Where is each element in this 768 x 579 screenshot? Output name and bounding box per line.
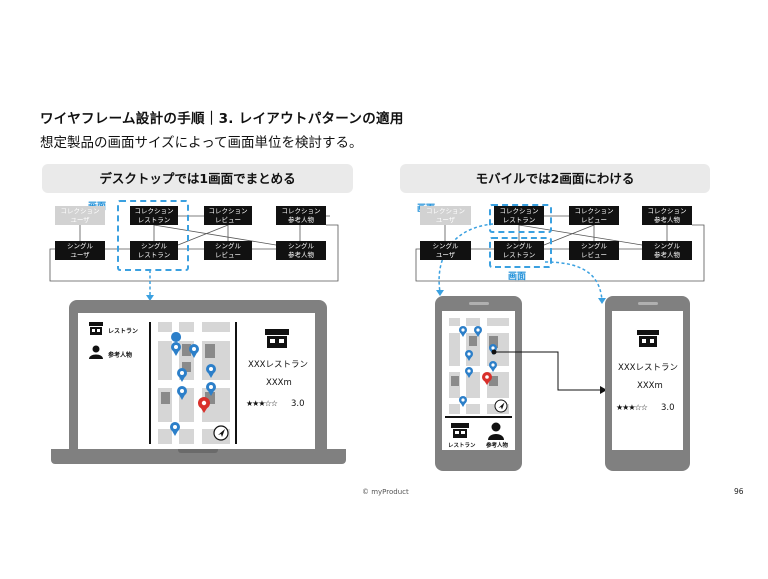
left-box-collection-ref: コレクション参考人物 [276,206,326,225]
laptop-nav-restaurant[interactable]: レストラン [108,328,139,335]
laptop-rest-name: XXXレストラン [248,360,308,370]
box-line: コレクション [574,206,614,215]
left-box-single-restaurant: シングルレストラン [130,241,178,260]
box-line: コレクション [499,206,539,215]
box-line: ユーザ [435,250,456,259]
tab-restaurant-icon [451,423,469,438]
phone-2-rating: 3.0 [661,403,675,413]
right-box-collection-user: コレクションユーザ [420,206,471,225]
laptop-divider-2 [235,322,237,444]
phone-2-restaurant-icon [637,330,659,347]
phone-2-speaker [638,302,658,305]
left-box-single-review: シングルレビュー [204,241,252,260]
laptop-rating: 3.0 [291,399,305,409]
person-icon [89,345,103,359]
laptop-stars: ★★★☆☆ [246,399,278,408]
laptop-divider-1 [149,322,151,444]
box-line: コレクション [60,206,100,215]
right-box-single-restaurant: シングルレストラン [494,241,544,260]
right-box-collection-restaurant: コレクションレストラン [494,206,544,225]
right-banner: モバイルでは2画面にわける [400,164,710,193]
laptop-base [51,449,346,464]
laptop-hinge [178,449,218,453]
left-box-collection-restaurant: コレクションレストラン [130,206,178,225]
box-line: シングル [67,241,93,250]
box-line: コレクション [134,206,174,215]
box-line: シングル [506,241,532,250]
box-line: シングル [215,241,241,250]
box-line: レストラン [502,250,536,259]
box-line: ユーザ [70,250,90,259]
right-screen-group-1 [489,204,552,233]
right-screen-label-2: 画面 [508,272,527,282]
right-box-single-review: シングルレビュー [569,241,619,260]
phone-1-tab-people[interactable]: 参考人物 [486,443,509,449]
right-box-collection-review: コレクションレビュー [569,206,619,225]
footer-copyright: © myProduct [362,488,409,496]
restaurant-icon [89,322,103,335]
left-banner: デスクトップでは1画面でまとめる [42,164,353,193]
box-line: 参考人物 [288,250,314,259]
left-box-single-ref: シングル参考人物 [276,241,326,260]
box-line: ユーザ [70,215,90,224]
box-line: 参考人物 [288,215,314,224]
phone-1-tabbar-divider [445,416,512,418]
left-box-collection-review: コレクションレビュー [204,206,252,225]
right-box-collection-ref: コレクション参考人物 [642,206,692,225]
left-box-single-user: シングルユーザ [55,241,105,260]
left-screen-group [117,200,189,271]
right-screen-group-2 [489,237,552,268]
tab-person-icon [488,422,504,440]
laptop-nav-people[interactable]: 参考人物 [108,352,133,359]
phone-2-distance: XXXm [637,381,663,391]
box-line: コレクション [647,206,687,215]
box-line: 参考人物 [654,215,680,224]
box-line: レビュー [581,215,607,224]
phone-1-tab-restaurant[interactable]: レストラン [448,443,476,449]
box-line: ユーザ [435,215,456,224]
transition-arrow [491,349,607,394]
box-line: コレクション [281,206,321,215]
right-box-single-ref: シングル参考人物 [642,241,692,260]
box-line: シングル [432,241,459,250]
phone-2-rest-name: XXXレストラン [618,363,678,373]
box-line: 参考人物 [654,250,680,259]
box-line: レビュー [581,250,607,259]
phone-1-speaker [469,302,489,305]
box-line: シングル [654,241,680,250]
box-line: コレクション [208,206,248,215]
right-box-single-user: シングルユーザ [420,241,471,260]
left-box-collection-user: コレクションユーザ [55,206,105,225]
page-title: ワイヤフレーム設計の手順｜3. レイアウトパターンの適用 [40,111,404,127]
laptop-map[interactable] [158,322,230,444]
box-line: シングル [581,241,607,250]
box-line: レストラン [137,215,171,224]
page-subtitle: 想定製品の画面サイズによって画面単位を検討する。 [40,135,363,151]
phone-2-stars: ★★★☆☆ [616,403,648,412]
phone-1-map[interactable] [449,318,509,414]
box-line: コレクション [426,206,465,215]
box-line: シングル [288,241,314,250]
box-line: レストラン [137,250,171,259]
detail-restaurant-icon [265,329,289,348]
box-line: レビュー [215,250,241,259]
box-line: シングル [141,241,167,250]
page-number: 96 [734,487,744,496]
box-line: レストラン [502,215,536,224]
laptop-distance: XXXm [266,378,292,388]
box-line: レビュー [215,215,241,224]
